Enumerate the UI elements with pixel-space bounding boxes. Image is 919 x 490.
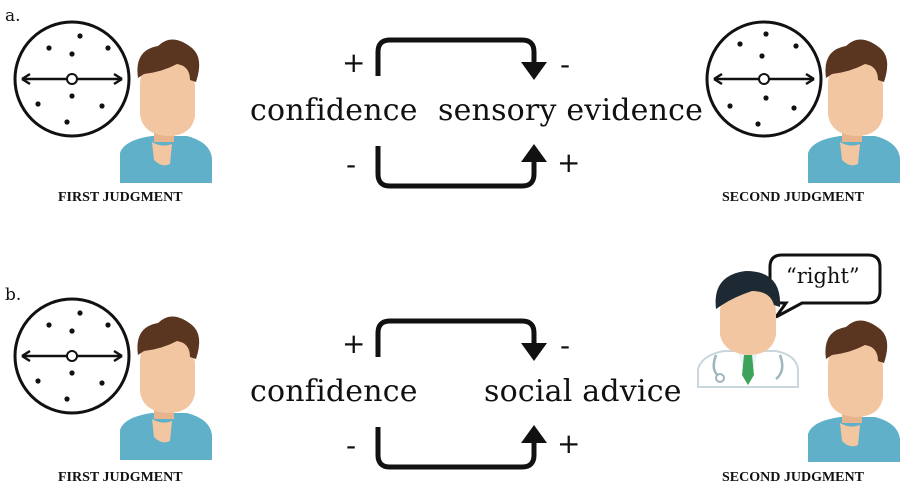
person-icon (120, 316, 212, 460)
dot-stimulus-icon (705, 20, 823, 138)
first-judgment-figure (12, 18, 222, 183)
person-icon (808, 320, 900, 462)
panel-b: b. (0, 245, 919, 490)
first-judgment-caption: FIRST JUDGMENT (58, 470, 183, 485)
second-judgment-caption: SECOND JUDGMENT (722, 190, 864, 205)
person-icon (808, 39, 900, 183)
speech-bubble-icon (768, 253, 882, 319)
feedback-loop-arrows (360, 34, 560, 194)
sign-bottom-right: + (557, 146, 581, 179)
sign-bottom-right: + (557, 427, 581, 460)
second-judgment-figure (700, 18, 910, 183)
dot-stimulus-icon (13, 20, 131, 138)
sign-bottom-left: - (346, 148, 357, 181)
dot-stimulus-icon (13, 297, 131, 415)
sensory-evidence-label: sensory evidence (438, 93, 704, 128)
panel-letter: b. (5, 285, 22, 305)
person-icon (120, 39, 212, 183)
feedback-loop-arrows (360, 315, 560, 475)
panel-letter: a. (5, 6, 21, 26)
confidence-label: confidence (250, 374, 418, 409)
second-judgment-caption: SECOND JUDGMENT (722, 470, 864, 485)
sign-top-right: - (560, 329, 571, 362)
second-judgment-figure (690, 247, 915, 462)
panel-a: a. (5, 6, 910, 205)
first-judgment-caption: FIRST JUDGMENT (58, 190, 183, 205)
sign-top-left: + (342, 46, 366, 79)
first-judgment-figure (12, 295, 222, 460)
doctor-advisor-icon (697, 271, 799, 388)
sign-top-left: + (342, 327, 366, 360)
speech-bubble-text: “right” (786, 264, 860, 288)
social-advice-label: social advice (484, 374, 682, 409)
sign-top-right: - (560, 48, 571, 81)
confidence-label: confidence (250, 93, 418, 128)
sign-bottom-left: - (346, 429, 357, 462)
